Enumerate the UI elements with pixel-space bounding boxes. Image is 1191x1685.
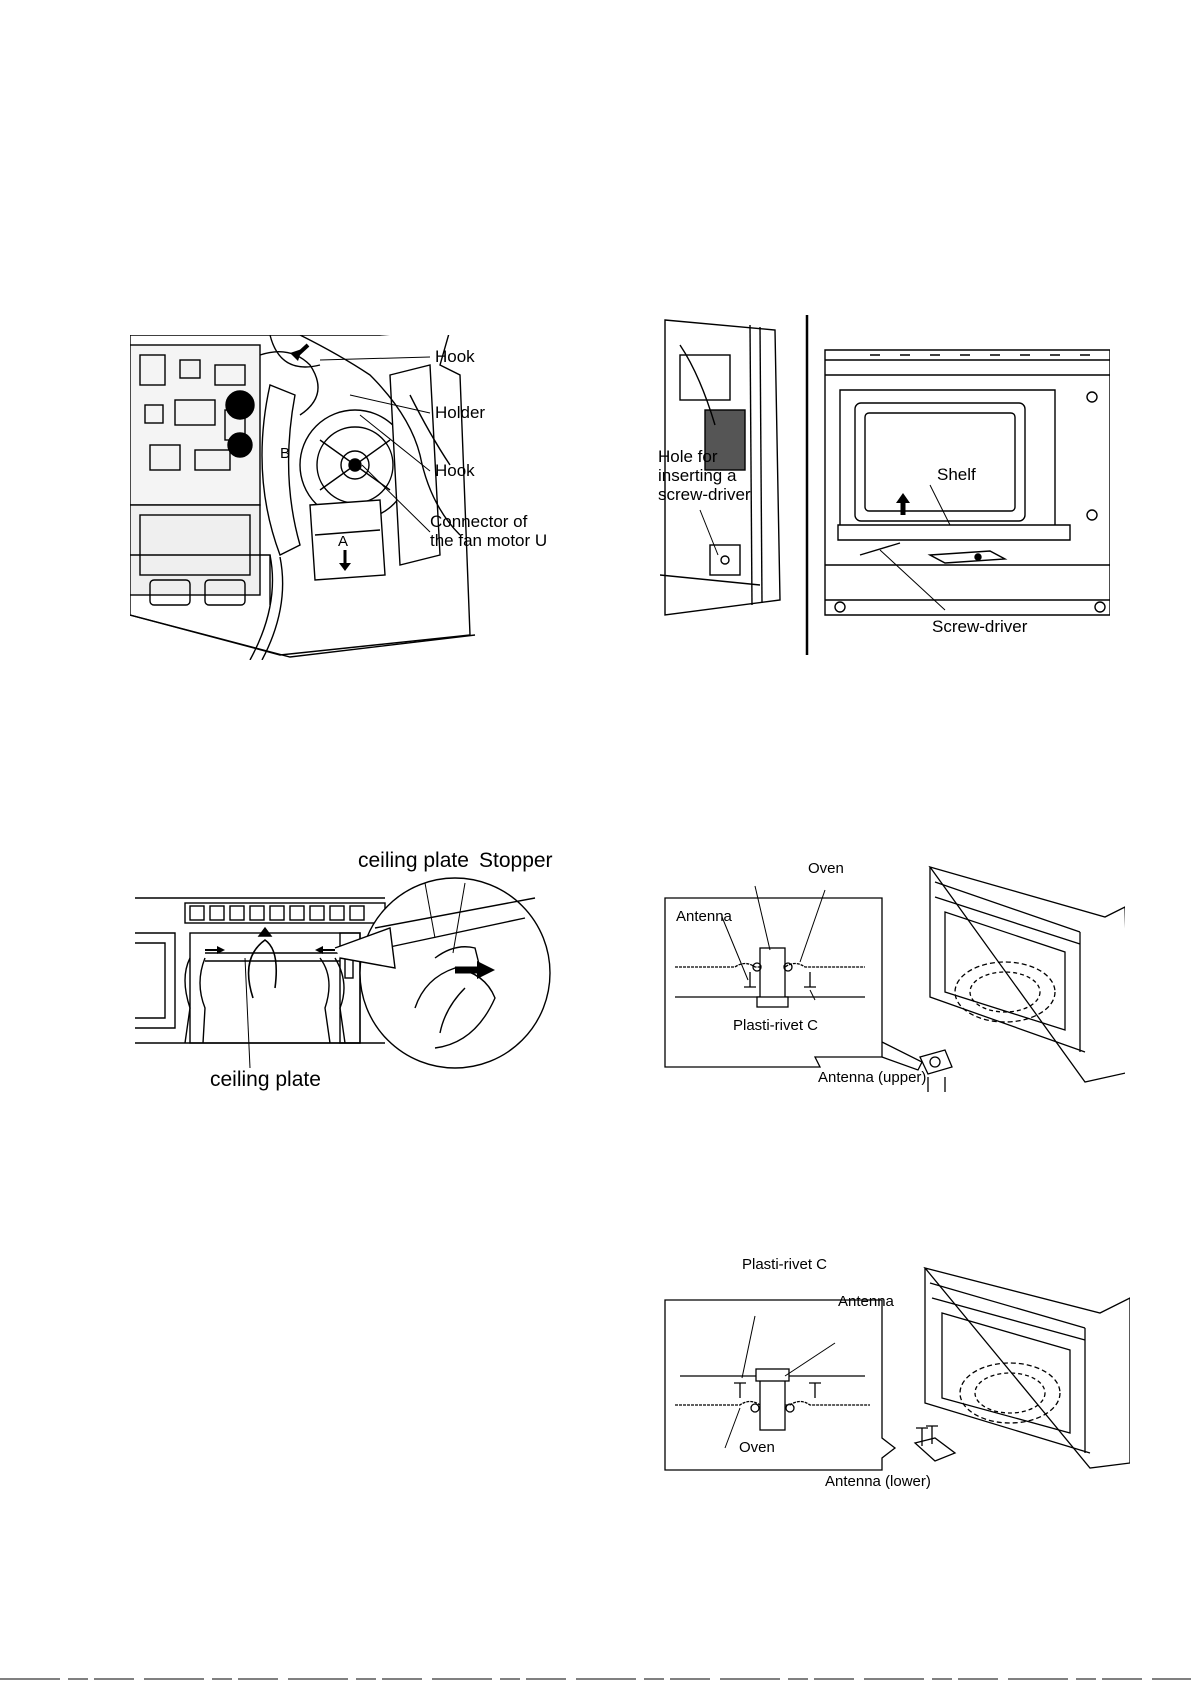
footer-rule bbox=[0, 1678, 1191, 1681]
ceiling-plate-bottom-label: ceiling plate bbox=[210, 1068, 321, 1091]
figure-shelf: Hole for inserting a screw-driver Shelf … bbox=[660, 315, 1110, 655]
ceiling-plate-drawing bbox=[135, 858, 565, 1093]
connector-label: Connector of the fan motor U bbox=[430, 512, 547, 550]
marker-b-label: B bbox=[280, 445, 290, 462]
figure-ceiling-plate: ceiling plate Stopper ceiling plate bbox=[135, 858, 565, 1093]
antenna-label: Antenna bbox=[676, 908, 732, 925]
figure-antenna-lower: Plasti-rivet C Antenna Oven Antenna (low… bbox=[660, 1258, 1130, 1491]
plasti-rivet-label: Plasti-rivet C bbox=[742, 1256, 827, 1273]
hole-label: Hole for inserting a screw-driver bbox=[658, 447, 751, 504]
plasti-rivet-label: Plasti-rivet C bbox=[733, 1017, 818, 1034]
antenna-label: Antenna bbox=[838, 1293, 894, 1310]
figure-antenna-upper: Oven Antenna Plasti-rivet C Antenna (upp… bbox=[660, 862, 1125, 1092]
antenna-lower-drawing bbox=[660, 1258, 1130, 1491]
marker-a-label: A bbox=[338, 533, 348, 550]
oven-label: Oven bbox=[739, 1439, 775, 1456]
antenna-upper-caption: Antenna (upper) bbox=[818, 1069, 926, 1086]
oven-label: Oven bbox=[808, 860, 844, 877]
hook-top-label: Hook bbox=[435, 347, 475, 366]
antenna-lower-caption: Antenna (lower) bbox=[825, 1473, 931, 1490]
figure-fan-motor: Hook Holder Hook Connector of the fan mo… bbox=[130, 335, 600, 660]
fan-motor-drawing bbox=[130, 335, 600, 660]
hook-bottom-label: Hook bbox=[435, 461, 475, 480]
ceiling-plate-top-label: ceiling plate bbox=[358, 849, 469, 872]
shelf-label: Shelf bbox=[937, 465, 976, 484]
screwdriver-label: Screw-driver bbox=[932, 617, 1027, 636]
holder-label: Holder bbox=[435, 403, 485, 422]
antenna-upper-drawing bbox=[660, 862, 1125, 1092]
stopper-label: Stopper bbox=[479, 849, 553, 872]
